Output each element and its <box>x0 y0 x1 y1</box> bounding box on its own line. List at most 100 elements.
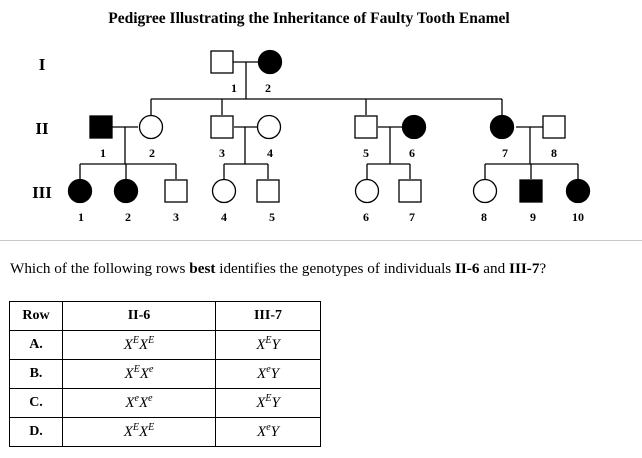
individual-iii-9 <box>519 179 543 203</box>
allele-base: X <box>257 365 267 382</box>
individual-label-iii-5: 5 <box>269 210 275 224</box>
allele-base: Y <box>271 336 280 353</box>
individual-label-ii-7: 7 <box>502 146 508 160</box>
individual-iii-8 <box>472 178 498 204</box>
individual-label-iii-2: 2 <box>125 210 131 224</box>
individual-iii-1 <box>67 178 93 204</box>
individual-ii-2 <box>138 114 164 140</box>
individual-label-ii-3: 3 <box>219 146 225 160</box>
header-row: Row <box>9 301 63 331</box>
individual-label-iii-1: 1 <box>78 210 84 224</box>
generation-label-i: I <box>39 55 46 74</box>
cell-ii-6-genotype: XEXE <box>123 334 155 353</box>
allele-base: X <box>125 394 135 411</box>
allele-base: X <box>123 423 133 440</box>
cell-ii-6: XEXE <box>62 417 216 447</box>
individual-ii-6 <box>401 114 427 140</box>
allele-superscript: e <box>148 392 153 404</box>
individual-iii-4 <box>211 178 237 204</box>
individual-label-ii-4: 4 <box>267 146 273 160</box>
allele-base: X <box>123 336 133 353</box>
cell-iii-7-genotype: XEY <box>256 334 280 353</box>
row-label: C. <box>9 388 63 418</box>
individual-label-iii-9: 9 <box>530 210 536 224</box>
individual-ii-3 <box>210 115 234 139</box>
question-person-1: II-6 <box>455 260 480 277</box>
individual-iii-2 <box>113 178 139 204</box>
cell-iii-7-genotype: XeY <box>257 421 279 440</box>
cell-ii-6: XeXe <box>62 388 216 418</box>
individual-label-iii-6: 6 <box>363 210 369 224</box>
individual-iii-3 <box>164 179 188 203</box>
individual-label-iii-3: 3 <box>173 210 179 224</box>
individual-ii-8 <box>542 115 566 139</box>
cell-iii-7: XeY <box>215 417 321 447</box>
row-label: B. <box>9 359 63 389</box>
allele-base: X <box>139 423 149 440</box>
individual-label-iii-4: 4 <box>221 210 227 224</box>
individual-i-2 <box>257 49 283 75</box>
allele-base: X <box>256 394 266 411</box>
individual-iii-10 <box>565 178 591 204</box>
individual-i-1 <box>210 50 234 74</box>
allele-base: Y <box>271 394 280 411</box>
table-header-row: Row II-6 III-7 <box>9 301 321 331</box>
allele-superscript: E <box>265 392 272 404</box>
allele-base: X <box>139 394 149 411</box>
individual-ii-7 <box>489 114 515 140</box>
allele-base: X <box>139 365 149 382</box>
allele-superscript: e <box>266 363 271 375</box>
header-iii-7: III-7 <box>215 301 321 331</box>
individual-label-ii-8: 8 <box>551 146 557 160</box>
pedigree-chart: Pedigree Illustrating the Inheritance of… <box>32 10 591 224</box>
question-text: Which of the following rows best identif… <box>10 260 546 278</box>
allele-base: X <box>139 336 149 353</box>
cell-ii-6: XEXE <box>62 330 216 360</box>
allele-base: Y <box>270 423 279 440</box>
individual-iii-7 <box>398 179 422 203</box>
cell-iii-7: XeY <box>215 359 321 389</box>
cell-ii-6: XEXe <box>62 359 216 389</box>
allele-base: X <box>256 336 266 353</box>
allele-base: Y <box>270 365 279 382</box>
allele-superscript: E <box>148 421 155 433</box>
question-emphasis: best <box>189 260 216 277</box>
cell-iii-7: XEY <box>215 388 321 418</box>
question-person-2: III-7 <box>509 260 540 277</box>
allele-base: X <box>124 365 134 382</box>
individual-label-ii-1: 1 <box>100 146 106 160</box>
individual-label-ii-6: 6 <box>409 146 415 160</box>
allele-superscript: E <box>148 334 155 346</box>
cell-ii-6-genotype: XEXE <box>123 421 155 440</box>
cell-ii-6-genotype: XEXe <box>124 363 154 382</box>
cell-iii-7-genotype: XeY <box>257 363 279 382</box>
allele-superscript: e <box>149 363 154 375</box>
allele-superscript: e <box>266 421 271 433</box>
pedigree-title: Pedigree Illustrating the Inheritance of… <box>108 10 510 27</box>
individual-ii-5 <box>354 115 378 139</box>
section-divider <box>0 240 642 241</box>
row-label: D. <box>9 417 63 447</box>
header-ii-6: II-6 <box>62 301 216 331</box>
cell-iii-7: XEY <box>215 330 321 360</box>
individual-iii-5 <box>256 179 280 203</box>
generation-label-iii: III <box>32 183 52 202</box>
individual-ii-4 <box>256 114 282 140</box>
row-label: A. <box>9 330 63 360</box>
question-conjunction: and <box>479 260 510 277</box>
question-middle: identifies the genotypes of individuals <box>215 260 456 277</box>
generation-label-ii: II <box>35 119 49 138</box>
individual-label-ii-5: 5 <box>363 146 369 160</box>
individual-label-iii-8: 8 <box>481 210 487 224</box>
individual-label-iii-7: 7 <box>409 210 415 224</box>
individual-label-ii-2: 2 <box>149 146 155 160</box>
question-prefix: Which of the following rows <box>10 260 190 277</box>
individual-ii-1 <box>89 115 113 139</box>
allele-superscript: E <box>265 334 272 346</box>
individual-label-i-1: 1 <box>231 81 237 95</box>
